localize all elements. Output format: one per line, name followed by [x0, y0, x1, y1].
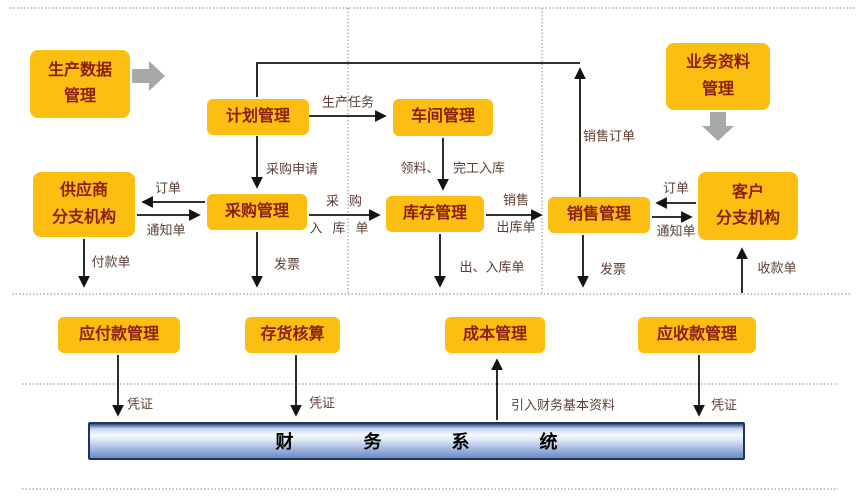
edge-label-production-task: 生产任务: [321, 94, 375, 110]
node-accounts-receivable-management: 应收款管理: [638, 317, 756, 353]
edge-label-sales-order: 销售订单: [582, 128, 636, 144]
node-purchase-management: 采购管理: [207, 194, 307, 230]
node-supplier-branch: 供应商 分支机构: [33, 172, 135, 237]
gray-down-arrow-icon: [702, 112, 734, 141]
edge-label-purchase-invoice: 发票: [273, 256, 301, 272]
edge-label-voucher-ap: 凭证: [126, 396, 154, 412]
edge-label-finished-goods-in: 完工入库: [452, 160, 506, 176]
sales-order-connector-line: [256, 62, 580, 97]
node-finance-system-bar: 财务系统: [88, 422, 745, 460]
edge-label-customer-order: 订单: [662, 180, 690, 196]
node-production-data-management: 生产数据 管理: [30, 50, 130, 118]
edge-label-receipt-slip: 收款单: [757, 260, 797, 276]
node-plan-management: 计划管理: [207, 99, 309, 135]
edge-label-voucher-ar: 凭证: [710, 397, 738, 413]
edge-label-payment-slip: 付款单: [91, 254, 131, 270]
edge-label-in-out-orders: 出、入库单: [459, 259, 525, 275]
node-workshop-management: 车间管理: [393, 99, 493, 136]
gray-right-arrow-icon: [132, 61, 165, 91]
node-accounts-payable-management: 应付款管理: [58, 317, 180, 353]
edge-label-material-requisition: 领料、: [400, 160, 440, 176]
edge-label-supplier-order: 订单: [154, 180, 182, 196]
edge-label-voucher-inventory: 凭证: [308, 395, 336, 411]
edge-label-purchase-in-order: 采购 入库单: [309, 193, 379, 236]
edge-label-sales-invoice: 发票: [599, 261, 627, 277]
edge-label-customer-notice: 通知单: [656, 223, 696, 239]
node-cost-management: 成本管理: [445, 317, 545, 353]
node-customer-branch: 客户 分支机构: [698, 172, 798, 240]
node-inventory-management: 库存管理: [386, 196, 484, 232]
edge-label-import-finance-data: 引入财务基本资料: [510, 397, 616, 413]
edge-label-purchase-request: 采购申请: [265, 161, 319, 177]
edge-label-supplier-notice: 通知单: [146, 222, 186, 238]
edge-label-sales-out-order: 销售 出库单: [496, 192, 536, 235]
finance-system-label: 财务系统: [275, 432, 628, 452]
node-inventory-accounting: 存货核算: [245, 317, 340, 353]
node-sales-management: 销售管理: [548, 197, 650, 233]
node-business-data-management: 业务资料 管理: [666, 43, 770, 110]
